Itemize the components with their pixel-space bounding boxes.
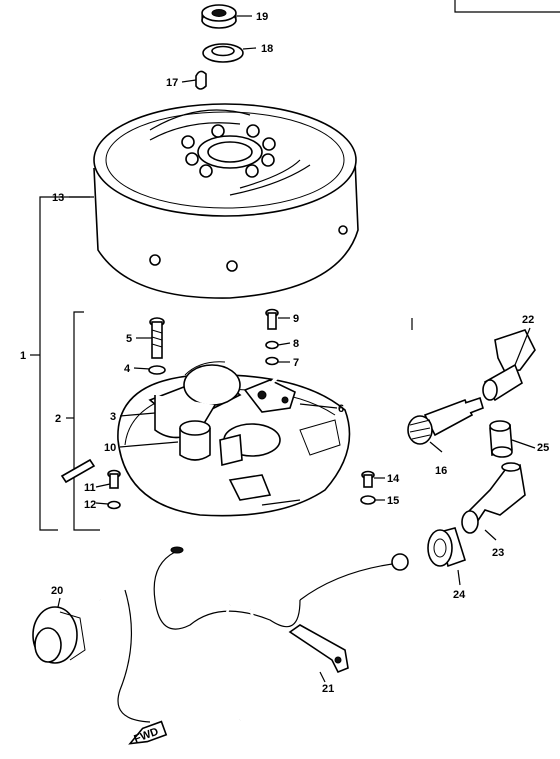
part-11-screw [107,469,121,489]
pin [60,458,96,484]
label-17: 17 [166,77,178,89]
label-22: 22 [522,314,534,326]
label-24: 24 [453,589,466,601]
part-17-key [195,70,207,90]
part-7-washer [265,356,279,366]
part-3-coil [148,361,242,439]
frame-corner [454,0,560,13]
svg-text:FWD: FWD [132,726,160,746]
forward-arrow: FWD [128,720,168,746]
bracket-2 [73,311,100,531]
part-25-cap [489,420,513,458]
label-7: 7 [293,357,299,369]
part-21-clamp [288,624,349,674]
label-8: 8 [293,338,299,350]
part-24-grommet [427,527,466,568]
label-6: 6 [338,403,344,415]
label-11: 11 [84,482,96,494]
label-20: 20 [51,585,63,597]
part-23-boot [461,462,526,534]
part-5-screw [149,317,165,359]
label-19: 19 [256,11,268,23]
part-6-contact-breaker [243,379,296,413]
part-12-washer [107,500,121,510]
part-15-washer [360,495,376,505]
part-14-screw [361,470,375,488]
label-9: 9 [293,313,299,325]
part-13-flywheel [93,103,359,299]
label-18: 18 [261,43,273,55]
part-4-washer [148,365,166,375]
part-20-connector [32,606,86,664]
bracket-1 [39,196,58,531]
label-21: 21 [322,683,334,695]
label-2: 2 [55,413,61,425]
label-25: 25 [537,442,549,454]
wiring-harness [86,546,409,737]
leader-lines [57,15,536,683]
label-10: 10 [104,442,116,454]
label-3: 3 [110,411,116,423]
label-23: 23 [492,547,504,559]
label-13: 13 [52,192,64,204]
label-12: 12 [84,499,96,511]
part-8-washer [265,340,279,350]
part-10-condenser [179,420,243,467]
part-16-spark-plug [407,396,484,445]
label-4: 4 [124,363,131,375]
part-9-screw [265,308,279,330]
label-1: 1 [20,350,26,362]
label-5: 5 [126,333,132,345]
part-18-washer [202,43,244,63]
part-22-plug-cap [482,329,536,402]
label-15: 15 [387,495,399,507]
label-14: 14 [387,473,400,485]
label-16: 16 [435,465,447,477]
part-19-nut [201,4,237,29]
